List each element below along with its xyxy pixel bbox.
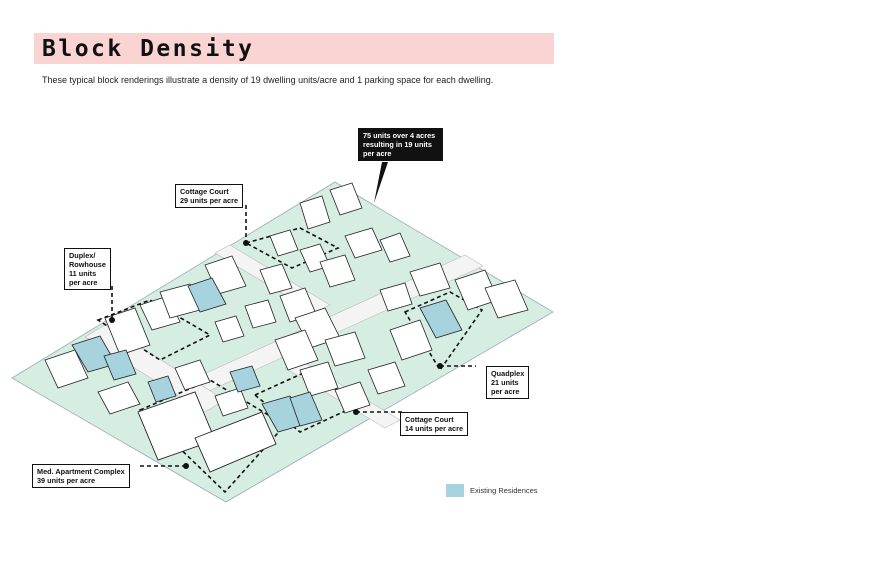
house	[97, 381, 141, 415]
legend-existing-swatch	[446, 484, 464, 497]
existing-residence	[289, 391, 323, 427]
house	[259, 263, 293, 295]
node-quadplex	[437, 363, 443, 369]
house	[174, 359, 211, 391]
page-subtitle: These typical block renderings illustrat…	[42, 75, 494, 85]
house	[214, 315, 245, 343]
house	[484, 279, 529, 319]
house	[244, 299, 277, 329]
house	[274, 329, 319, 371]
callout-summary: 75 units over 4 acres resulting in 19 un…	[358, 128, 443, 161]
house	[379, 282, 413, 312]
existing-residence	[229, 365, 261, 393]
lot-quadplex	[403, 291, 484, 372]
callout-cottage-court-b: Cottage Court 14 units per acre	[400, 412, 468, 436]
house	[329, 182, 363, 216]
house	[104, 307, 151, 356]
house	[299, 195, 331, 230]
node-cottage-court-a	[243, 240, 249, 246]
page-title: Block Density	[42, 36, 255, 62]
callout-cottage-court-a: Cottage Court 29 units per acre	[175, 184, 243, 208]
node-duplex	[109, 317, 115, 323]
apartment-building	[194, 411, 277, 473]
legend-existing-label: Existing Residences	[470, 486, 538, 495]
node-cottage-court-b	[353, 409, 359, 415]
house	[214, 387, 249, 417]
house	[379, 232, 411, 263]
title-band	[34, 33, 554, 64]
node-apartment	[183, 463, 189, 469]
house	[389, 319, 433, 361]
house	[344, 227, 383, 259]
existing-residence	[103, 349, 137, 381]
summary-pointer	[374, 162, 388, 203]
callout-apartment: Med. Apartment Complex 39 units per acre	[32, 464, 130, 488]
house	[367, 361, 406, 395]
house	[324, 331, 366, 367]
callout-quadplex: Quadplex 21 units per acre	[486, 366, 530, 399]
callout-duplex: Duplex/ Rowhouse 11 units per acre	[64, 248, 111, 290]
house	[269, 229, 299, 257]
house	[319, 254, 356, 288]
existing-residence	[419, 299, 463, 339]
house	[299, 361, 339, 397]
existing-residence	[147, 375, 177, 403]
house	[334, 381, 371, 414]
house	[44, 349, 89, 389]
house	[409, 262, 451, 297]
existing-residence	[187, 277, 227, 313]
